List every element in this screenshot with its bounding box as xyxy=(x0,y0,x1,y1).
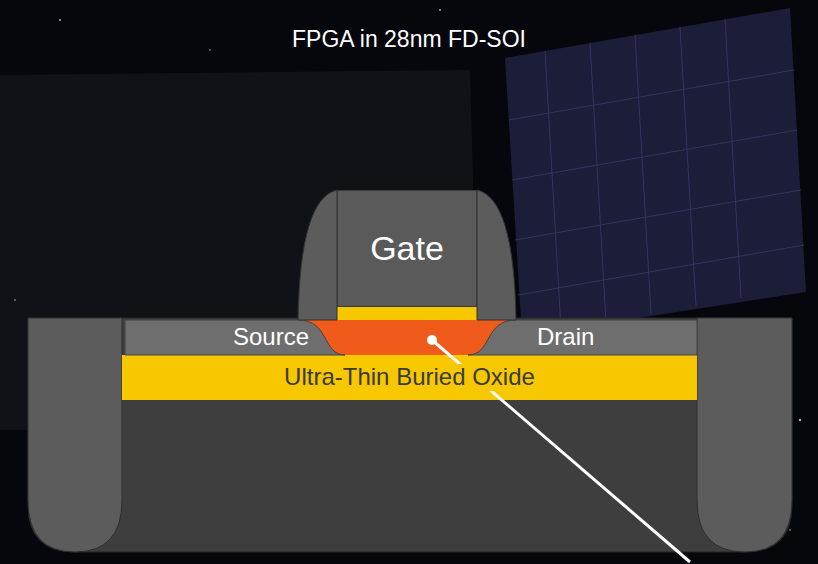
gate-spacer xyxy=(298,190,337,320)
region-label: Drain xyxy=(537,324,594,350)
substrate xyxy=(28,318,792,552)
drain-region: Drain xyxy=(495,320,697,355)
source-region: Source xyxy=(125,320,315,355)
drain-region-shape xyxy=(468,320,697,355)
region-label: Source xyxy=(233,324,309,350)
source-region-shape xyxy=(125,320,345,355)
trench-isolation xyxy=(28,318,122,552)
leader-dot xyxy=(427,335,437,345)
slide-title: FPGA in 28nm FD-SOI xyxy=(0,26,818,53)
trench-isolation xyxy=(697,318,792,552)
gate-spacer xyxy=(477,190,516,320)
region-label: Ultra-Thin Buried Oxide xyxy=(281,364,538,390)
buried-oxide-layer: Ultra-Thin Buried Oxide xyxy=(122,355,697,400)
region-label: Gate xyxy=(370,230,444,267)
buried-oxide-band xyxy=(122,355,697,400)
gate-electrode: Gate xyxy=(337,190,477,307)
gate-oxide xyxy=(312,307,502,320)
